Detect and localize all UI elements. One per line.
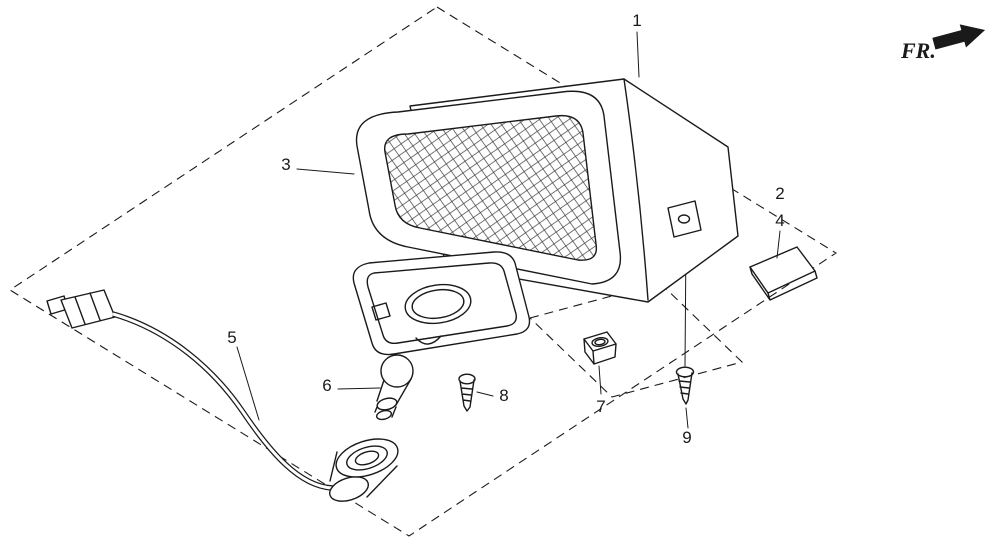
part-label-2: 2 xyxy=(775,184,784,203)
part-7-clip xyxy=(583,331,617,365)
part-5-wire-harness xyxy=(46,289,399,502)
leader-lines xyxy=(236,31,781,429)
socket-flange xyxy=(335,438,399,478)
lens-hatch xyxy=(384,114,598,261)
fr-direction-indicator: FR. xyxy=(900,24,986,63)
dashed-inner-boundary xyxy=(528,282,744,398)
part-label-4: 4 xyxy=(775,211,784,230)
part-label-1: 1 xyxy=(632,11,641,30)
housing-mount-hole xyxy=(677,214,691,224)
part-label-8: 8 xyxy=(499,386,508,405)
part-label-5: 5 xyxy=(227,328,236,347)
fr-arrow-icon xyxy=(932,24,986,50)
fr-label: FR. xyxy=(900,38,936,63)
part-label-7: 7 xyxy=(596,397,605,416)
dashed-boundary xyxy=(8,6,838,537)
wire xyxy=(112,311,366,491)
part-label-6: 6 xyxy=(322,376,331,395)
housing-mount-boss xyxy=(667,200,702,238)
part-3-lens-frame xyxy=(355,90,622,285)
part-label-9: 9 xyxy=(682,428,691,447)
part-9-screw xyxy=(675,366,695,405)
connector-body xyxy=(60,289,116,329)
bulb-socket xyxy=(328,438,399,502)
housing-base-tray xyxy=(352,251,531,356)
part-8-screw xyxy=(458,373,476,412)
part-label-3: 3 xyxy=(281,155,290,174)
part-6-bulb xyxy=(374,354,414,421)
part-2-4-gasket xyxy=(749,246,818,301)
